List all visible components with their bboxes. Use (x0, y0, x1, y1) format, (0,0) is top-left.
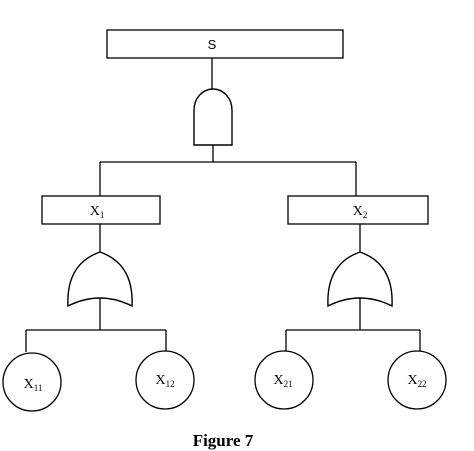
event-box-x1 (41, 195, 161, 225)
event-box-x2 (287, 195, 429, 225)
basic-event-label-x22: X22 (407, 373, 426, 389)
basic-event-x12 (135, 350, 195, 410)
basic-event-x11 (2, 352, 62, 412)
basic-event-label-x11: X11 (24, 377, 43, 393)
basic-event-x21 (254, 350, 314, 410)
basic-event-label-x21: X21 (273, 373, 292, 389)
or-gate-icon-x2 (327, 251, 393, 308)
figure-caption: Figure 7 (193, 431, 254, 450)
or-gate-icon-x1 (67, 251, 133, 308)
top-event-label: S (208, 37, 217, 52)
event-label-x1: X1 (90, 204, 105, 220)
top-event-box (106, 29, 344, 59)
and-gate-icon (193, 88, 233, 146)
event-label-x2: X2 (353, 204, 368, 220)
basic-event-x22 (387, 350, 447, 410)
basic-event-label-x12: X12 (155, 373, 174, 389)
